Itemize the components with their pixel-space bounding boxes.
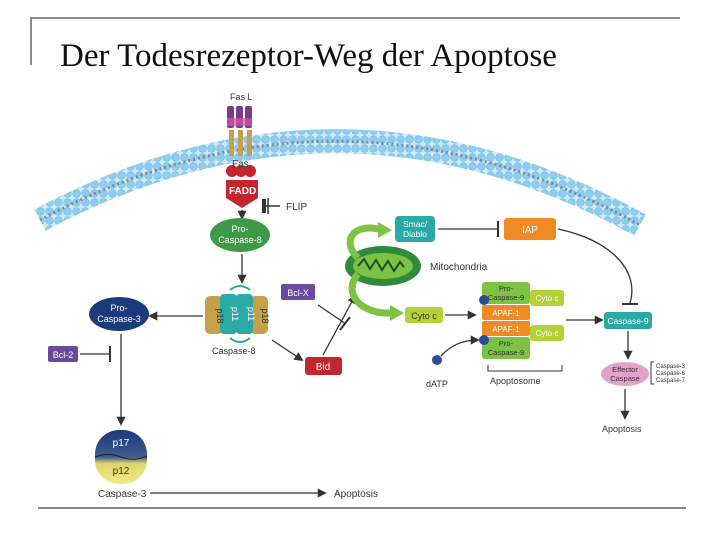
iap-inhibition-line (557, 228, 633, 304)
caspase9-box (604, 312, 652, 329)
p17-label: p17 (113, 438, 130, 449)
p12-label: p12 (113, 466, 130, 477)
procaspase3-node (89, 297, 149, 331)
smac-label-line1: Smac/ (403, 219, 428, 229)
apoptosome-label: Apoptosome (490, 376, 541, 386)
cytoc-released-box (405, 307, 443, 323)
effector-casp3: Caspase-3 (656, 364, 686, 370)
caspase8-label: Caspase-8 (212, 346, 256, 356)
procaspase8-label-line2: Caspase-8 (218, 235, 262, 245)
p11-left-label: p11 (230, 307, 240, 321)
effector-casp7: Caspase-7 (656, 378, 686, 384)
caspase3-split-line (94, 454, 148, 460)
procasp9-bottom-label-line1: Pro- (499, 339, 514, 348)
mito-arrow-cytoc (348, 271, 393, 317)
effector-casp6: Caspase-6 (656, 371, 686, 377)
fas-receptor (226, 130, 256, 177)
smac-box (395, 216, 435, 242)
frame-bottom-line (38, 507, 686, 509)
cell-membrane (34, 129, 646, 236)
procasp9-top-box (482, 282, 530, 304)
fadd-shape (226, 180, 258, 208)
iap-box (504, 218, 556, 240)
procasp9-top-label-line1: Pro- (499, 284, 514, 293)
fas-label: Fas (232, 159, 249, 170)
bcl2-box (48, 346, 78, 362)
effector-caspase-line1: Effector (612, 365, 638, 374)
mito-arrow-smac (346, 224, 383, 261)
cytoc-bottom-box (530, 325, 564, 341)
procasp9-bottom-box (482, 337, 530, 359)
cytoc-top-label: Cyto c (536, 294, 559, 303)
slide-title: Der Todesrezeptor-Weg der Apoptose (60, 38, 557, 74)
procasp9-bottom-label-line2: Caspase-9 (488, 348, 524, 357)
apaf1-bottom-box (482, 321, 530, 336)
effector-caspase-line2: Caspase (610, 374, 640, 383)
bclx-box (281, 284, 315, 300)
caspase8-complex (205, 285, 268, 343)
mitochondria (345, 246, 421, 286)
apoptosome-bracket (487, 365, 563, 372)
fasl-ligand (227, 106, 252, 128)
arrow-bid-mitochondria (322, 294, 356, 356)
procaspase3-label-line1: Pro- (110, 303, 127, 313)
caspase9-label: Caspase-9 (607, 316, 648, 326)
bclx-label: Bcl-X (287, 288, 309, 298)
flip-label: FLIP (286, 202, 307, 213)
apoptosis-label-right: Apoptosis (602, 424, 642, 434)
apoptosome (479, 282, 564, 359)
bid-box (305, 357, 342, 375)
p18-left-label: p18 (215, 308, 225, 323)
procaspase3-label-line2: Caspase-3 (97, 314, 141, 324)
datp-label: dATP (426, 379, 448, 389)
frame-top-line (30, 17, 680, 19)
apoptosis-label-bottom: Apoptosis (334, 489, 378, 500)
effector-bracket (650, 361, 654, 385)
fadd-label: FADD (229, 186, 256, 197)
p18-right-label: p18 (260, 308, 270, 323)
apaf1-top-label: APAF-1 (492, 309, 520, 318)
cytoc-top-box (530, 290, 564, 306)
caspase3-label: Caspase-3 (98, 489, 147, 500)
effector-caspase-node (601, 362, 649, 386)
smac-label-line2: Diablo (403, 229, 427, 239)
arrow-caspase8-bid (271, 339, 304, 362)
datp-dot-top (479, 295, 489, 305)
bid-label: Bid (316, 362, 330, 373)
membrane-band (34, 129, 646, 236)
mito-arrow-cytoc-head (390, 305, 404, 321)
bcl2-label: Bcl-2 (53, 350, 74, 360)
fasl-label: Fas L (230, 92, 253, 102)
arrow-datp-apoptosome (440, 335, 480, 357)
p11-right-label: p11 (246, 307, 256, 321)
bclx-inhibition-bar (339, 316, 351, 331)
procasp9-top-label-line2: Caspase-9 (488, 293, 524, 302)
mitochondria-label: Mitochondria (430, 262, 488, 273)
cytoc-bottom-label: Cyto c (536, 329, 559, 338)
cytoc-released-label: Cyto c (411, 311, 437, 321)
mito-arrow-smac-head (378, 222, 392, 238)
procaspase8-node (210, 218, 270, 252)
datp-dot (432, 355, 442, 365)
iap-label: IAP (522, 225, 538, 236)
procaspase8-label-line1: Pro- (231, 224, 248, 234)
apaf1-top-box (482, 305, 530, 320)
datp-dot-bottom (479, 335, 489, 345)
frame-left-line (30, 17, 32, 65)
apaf1-bottom-label: APAF-1 (492, 325, 520, 334)
